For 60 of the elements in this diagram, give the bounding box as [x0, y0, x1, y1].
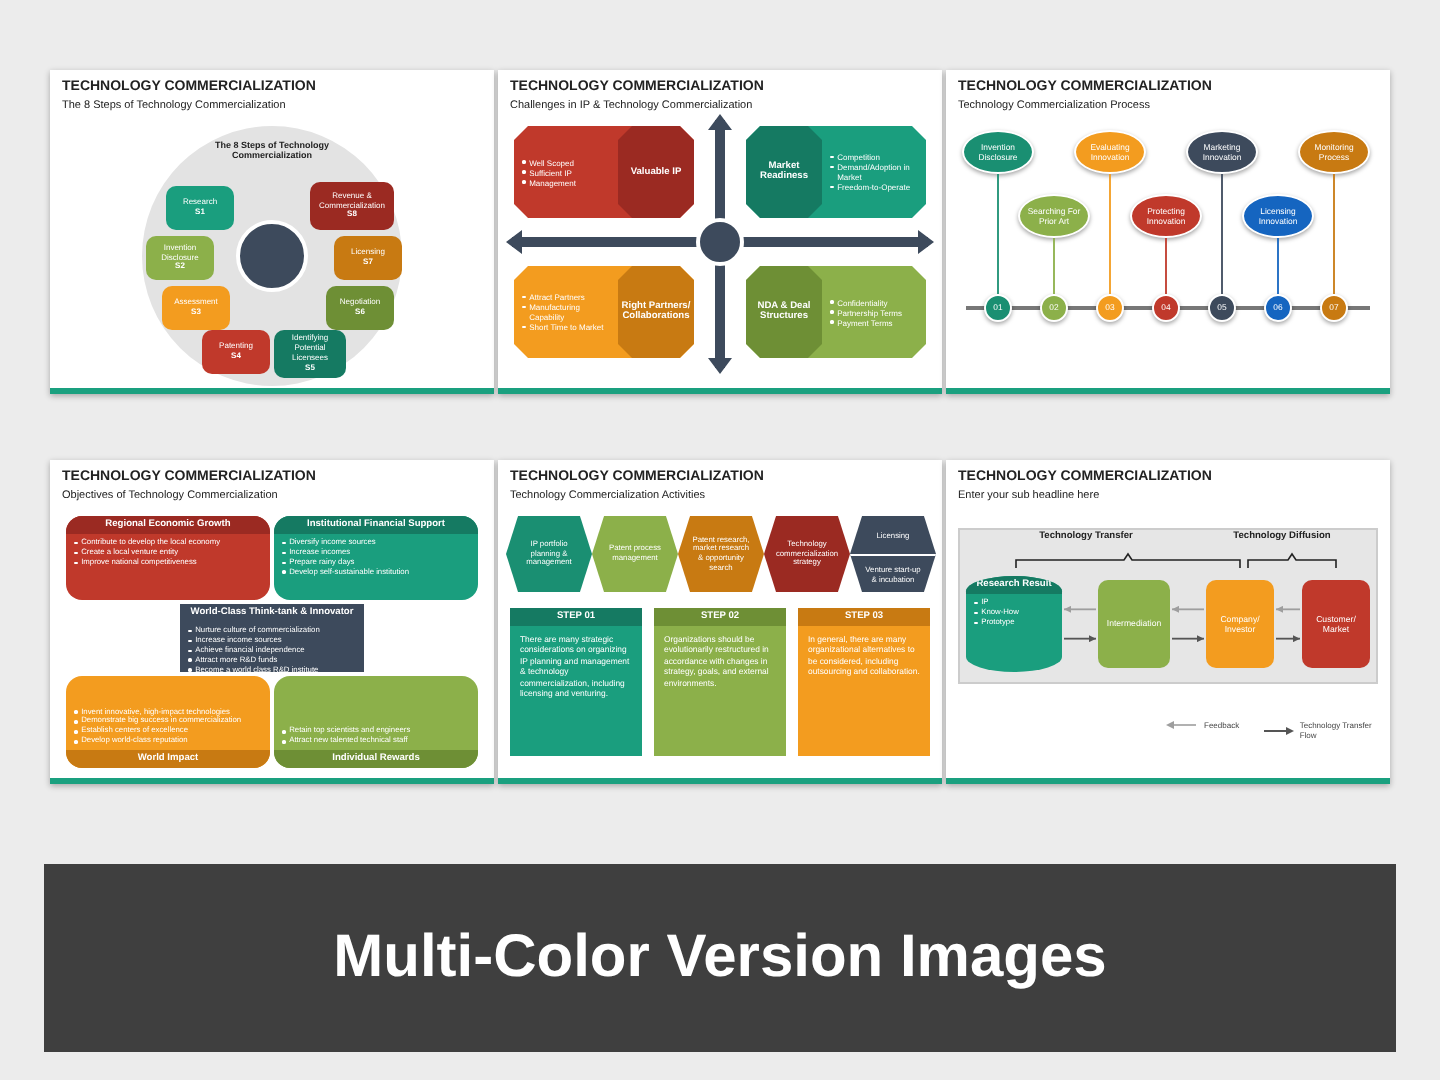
wheel-segment — [166, 186, 234, 230]
connector-line — [1221, 173, 1223, 295]
flow-box — [1098, 580, 1170, 668]
objective-panel — [274, 676, 478, 768]
objective-panel — [66, 676, 270, 768]
arrow — [1171, 635, 1205, 643]
step-card — [798, 608, 930, 756]
step-circle — [1264, 294, 1292, 322]
wheel-segment — [202, 330, 270, 374]
step-circle — [1152, 294, 1180, 322]
wheel-segment — [162, 286, 230, 330]
center-panel — [178, 602, 366, 674]
step-circle — [1096, 294, 1124, 322]
flow-box — [1302, 580, 1370, 668]
banner — [44, 864, 1396, 1052]
step-card — [510, 608, 642, 756]
objective-panel — [274, 516, 478, 600]
wheel-segment — [274, 330, 346, 378]
hub-circle — [236, 220, 308, 292]
slide-card — [946, 460, 1390, 784]
arrow — [1171, 605, 1205, 613]
wheel-segment — [146, 236, 214, 280]
objective-panel — [66, 516, 270, 600]
wheel-segment — [310, 182, 394, 230]
process-oval — [1130, 194, 1202, 238]
step-circle — [1320, 294, 1348, 322]
step-circle — [1040, 294, 1068, 322]
wheel-segment — [326, 286, 394, 330]
process-oval — [1074, 130, 1146, 174]
step-card — [654, 608, 786, 756]
challenge-panel — [514, 126, 694, 218]
connector-line — [997, 173, 999, 295]
arrow — [1275, 635, 1301, 643]
connector-line — [1333, 173, 1335, 295]
connector-line — [1109, 173, 1111, 295]
connector-line — [1277, 237, 1279, 295]
arrow — [1063, 605, 1097, 613]
process-oval — [1018, 194, 1090, 238]
arrow — [1275, 605, 1301, 613]
challenge-panel — [514, 266, 694, 358]
challenge-panel — [746, 266, 926, 358]
slide-card — [498, 70, 942, 394]
connector-line — [1165, 237, 1167, 295]
process-oval — [1186, 130, 1258, 174]
challenge-panel — [746, 126, 926, 218]
research-cylinder — [966, 576, 1062, 672]
process-oval — [962, 130, 1034, 174]
process-oval — [1298, 130, 1370, 174]
slide-card — [50, 70, 494, 394]
step-circle — [984, 294, 1012, 322]
slide-card — [498, 460, 942, 784]
slide-card — [946, 70, 1390, 394]
arrow — [1063, 635, 1097, 643]
connector-line — [1053, 237, 1055, 295]
process-oval — [1242, 194, 1314, 238]
banner-title: Multi-Color Version Images — [333, 922, 1107, 994]
step-circle — [1208, 294, 1236, 322]
wheel-segment — [334, 236, 402, 280]
slide-card — [50, 460, 494, 784]
flow-box — [1206, 580, 1274, 668]
